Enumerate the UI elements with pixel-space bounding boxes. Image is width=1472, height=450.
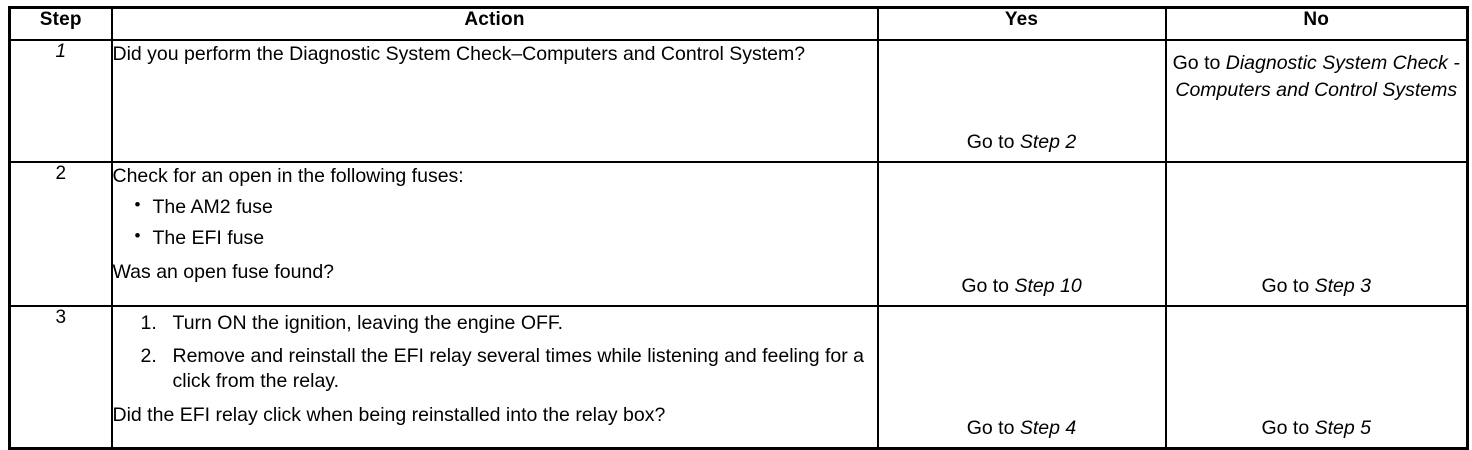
goto-prefix: Go to (1172, 52, 1226, 74)
goto-prefix: Go to (966, 130, 1020, 153)
no-answer-cell: Go to Step 5 (1164, 305, 1469, 450)
yes-answer-text: Go to Step 4 (879, 415, 1165, 442)
yes-answer-text: Go to Step 10 (879, 273, 1165, 300)
goto-target[interactable]: Step 2 (1019, 130, 1077, 153)
yes-answer-cell: Go to Step 10 (876, 161, 1167, 307)
action-question-text: Did the EFI relay click when being reins… (112, 404, 666, 427)
goto-prefix: Go to (1261, 274, 1315, 297)
action-cell: Turn ON the ignition, leaving the engine… (110, 305, 879, 450)
fuse-bullet-list: The AM2 fuse The EFI fuse (113, 195, 877, 250)
no-answer-text: Go to Step 3 (1167, 273, 1467, 300)
action-cell: Check for an open in the following fuses… (110, 161, 879, 307)
goto-target[interactable]: Step 5 (1314, 416, 1371, 439)
no-answer-text: Go to Step 5 (1167, 415, 1467, 442)
goto-target[interactable]: Step 10 (1014, 274, 1082, 297)
goto-prefix: Go to (961, 274, 1015, 297)
step-number: 3 (55, 307, 67, 328)
column-header-yes: Yes (876, 6, 1167, 41)
list-item: The EFI fuse (135, 226, 877, 249)
goto-target[interactable]: Step 4 (1019, 416, 1077, 439)
no-answer-cell: Go to Diagnostic System Check - Computer… (1164, 39, 1469, 163)
table-row: 1 Did you perform the Diagnostic System … (8, 39, 1469, 163)
no-answer-text: Go to Diagnostic System Check - Computer… (1167, 41, 1467, 105)
step-number: 2 (55, 163, 67, 184)
no-answer-cell: Go to Step 3 (1164, 161, 1469, 307)
step-number: 1 (55, 41, 67, 62)
action-numbered-list: Turn ON the ignition, leaving the engine… (113, 311, 877, 395)
header-row: Step Action Yes No (9, 6, 1469, 41)
list-item: The AM2 fuse (135, 195, 877, 218)
table-header: Step Action Yes No (9, 6, 1469, 41)
diagnostic-procedure-table: Step Action Yes No 1 Did you perform the… (8, 6, 1469, 450)
yes-answer-cell: Go to Step 2 (876, 39, 1167, 163)
list-item: Remove and reinstall the EFI relay sever… (141, 344, 865, 393)
action-lead-text: Did you perform the Diagnostic System Ch… (112, 43, 806, 65)
goto-prefix: Go to (1261, 416, 1315, 439)
column-header-action: Action (110, 6, 879, 41)
table-body: 1 Did you perform the Diagnostic System … (8, 39, 1469, 450)
list-item: Turn ON the ignition, leaving the engine… (141, 311, 564, 336)
goto-target[interactable]: Diagnostic System Check - Computers and … (1175, 52, 1460, 102)
action-question-text: Was an open fuse found? (112, 260, 335, 283)
table-row: 3 Turn ON the ignition, leaving the engi… (8, 305, 1469, 450)
column-header-no: No (1164, 6, 1469, 41)
table-row: 2 Check for an open in the following fus… (8, 161, 1469, 307)
column-header-step: Step (9, 6, 113, 41)
action-lead-text: Check for an open in the following fuses… (112, 165, 464, 187)
step-number-cell: 3 (8, 305, 113, 450)
yes-answer-text: Go to Step 2 (879, 129, 1165, 156)
step-number-cell: 1 (8, 39, 113, 163)
yes-answer-cell: Go to Step 4 (876, 305, 1167, 450)
step-number-cell: 2 (8, 161, 113, 307)
goto-target[interactable]: Step 3 (1314, 274, 1371, 297)
goto-prefix: Go to (966, 416, 1020, 439)
action-cell: Did you perform the Diagnostic System Ch… (110, 39, 879, 163)
